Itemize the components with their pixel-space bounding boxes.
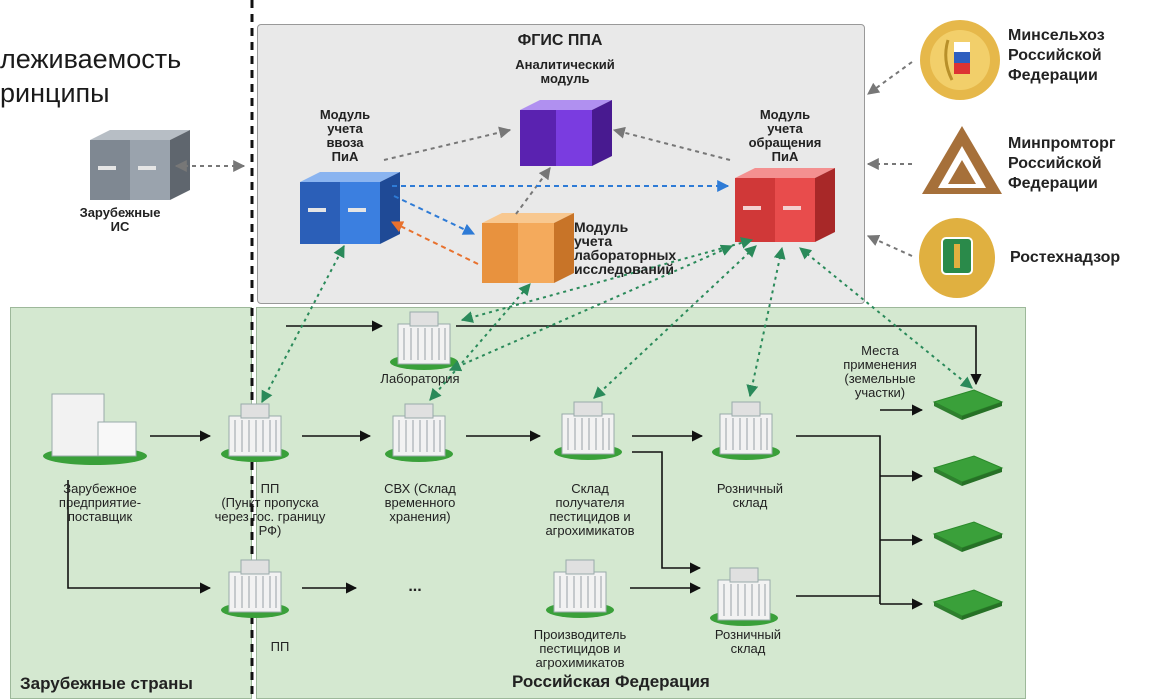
flow-arrow	[632, 451, 702, 574]
link-arrow	[867, 61, 913, 95]
blue-link-arrow	[393, 195, 476, 235]
laboratory-label: Лаборатория	[380, 371, 460, 386]
rostekhnadzor-emblem-icon	[919, 218, 995, 298]
field-icon	[933, 389, 1003, 421]
link-arrow	[515, 167, 551, 215]
lab-module-server-icon	[482, 213, 574, 283]
producer-building-icon	[545, 559, 615, 619]
retail-warehouse-2-building-icon	[709, 567, 779, 627]
data-link-arrow	[593, 245, 757, 399]
field-icon	[933, 521, 1003, 553]
recipient-warehouse-building-icon	[553, 401, 623, 461]
field-icon	[933, 455, 1003, 487]
checkpoint-2-label: ПП	[270, 639, 290, 654]
data-link-arrow	[746, 246, 786, 398]
fgis-title: ФГИС ППА	[517, 32, 603, 49]
circulation-module-server-icon	[735, 168, 835, 242]
flow-arrow	[796, 435, 881, 604]
data-link-arrow	[448, 244, 734, 372]
orange-link-arrow	[390, 221, 479, 265]
agency-rostekhnadzor-label: Ростехнадзор	[1010, 249, 1121, 266]
link-arrow	[866, 235, 913, 257]
ellipsis-label: ...	[408, 578, 422, 595]
laboratory-building-icon	[389, 311, 459, 371]
foreign-countries-region-title: Зарубежные страны	[20, 674, 193, 693]
minpromtorg-emblem-icon	[922, 126, 1002, 194]
foreign-is-server-icon	[90, 130, 190, 200]
russia-region-title: Российская Федерация	[512, 672, 710, 691]
svh-building-icon	[384, 403, 454, 463]
checkpoint-2-building-icon	[220, 559, 290, 619]
field-icon	[933, 589, 1003, 621]
supplier-building-icon	[43, 393, 147, 465]
data-link-arrow	[799, 247, 973, 389]
analytic-module-server-icon	[520, 100, 612, 166]
retail-warehouse-1-building-icon	[711, 401, 781, 461]
import-module-server-icon	[300, 172, 400, 244]
page-title: леживаемость ринципы	[0, 44, 182, 108]
minselkhoz-emblem-icon	[920, 20, 1000, 100]
link-arrow	[383, 126, 512, 161]
foreign-countries-region	[10, 307, 252, 699]
flow-arrow	[67, 480, 212, 594]
link-arrow	[612, 126, 731, 161]
checkpoint-building-icon	[220, 403, 290, 463]
data-link-arrow	[261, 244, 345, 404]
